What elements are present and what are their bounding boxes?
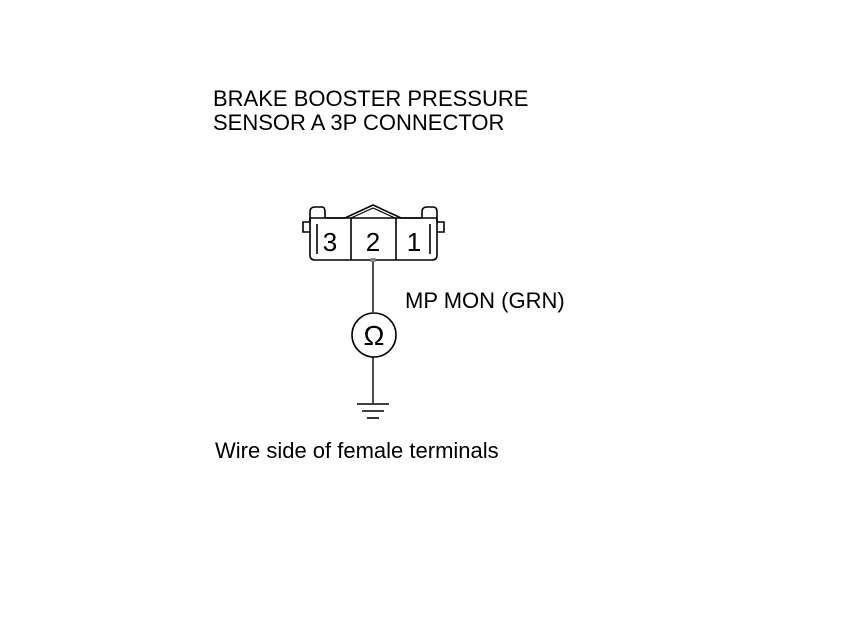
- ohmmeter-icon: [351, 312, 397, 358]
- pin-1-label: 1: [407, 227, 421, 257]
- connector-title-line-2: SENSOR A 3P CONNECTOR: [213, 110, 505, 135]
- terminal-view-caption: Wire side of female terminals: [215, 438, 499, 463]
- probe-point: [370, 258, 376, 262]
- pin-2-label: 2: [366, 227, 380, 257]
- pin-3-label: 3: [323, 227, 337, 257]
- connector-title-line-1: BRAKE BOOSTER PRESSURE: [213, 86, 529, 111]
- ohm-symbol: Ω: [364, 320, 385, 351]
- ground-icon: [357, 403, 389, 419]
- wire-label: MP MON (GRN): [405, 288, 565, 313]
